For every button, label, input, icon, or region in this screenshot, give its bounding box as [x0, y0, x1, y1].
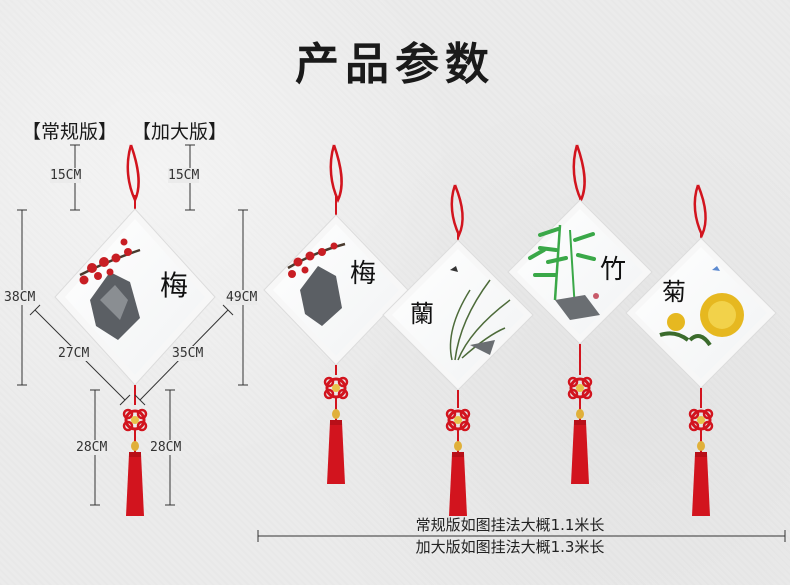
- panel-plum-character: 梅: [350, 259, 376, 289]
- large-version-label: 【加大版】: [132, 121, 228, 143]
- panel-chrysanthemum-character: 菊: [662, 278, 686, 306]
- panel-bamboo-character: 竹: [600, 255, 626, 285]
- regular-cord-length: 15CM: [50, 168, 82, 183]
- page-title: 产品参数: [295, 39, 495, 90]
- regular-version-label: 【常规版】: [22, 121, 118, 143]
- regular-height: 38CM: [4, 290, 36, 305]
- large-tassel-length: 28CM: [150, 440, 182, 455]
- large-cord-length: 15CM: [168, 168, 200, 183]
- regular-tassel-length: 28CM: [76, 440, 108, 455]
- dimensioned-plum-panel: 梅: [54, 144, 216, 518]
- caption-line-1: 常规版如图挂法大概1.1米长: [415, 516, 605, 534]
- panel-chrysanthemum: 菊: [625, 184, 777, 518]
- panel-orchid-character: 蘭: [410, 300, 434, 328]
- large-height: 49CM: [226, 290, 258, 305]
- panel-bamboo: 竹: [507, 144, 653, 486]
- panel-plum: 梅: [263, 144, 409, 486]
- panel-orchid: 蘭: [382, 184, 534, 518]
- dimension-lines: [17, 144, 248, 506]
- regular-width: 27CM: [58, 346, 90, 361]
- large-width: 35CM: [172, 346, 204, 361]
- plum-character: 梅: [160, 269, 188, 302]
- caption-line-2: 加大版如图挂法大概1.3米长: [415, 538, 605, 556]
